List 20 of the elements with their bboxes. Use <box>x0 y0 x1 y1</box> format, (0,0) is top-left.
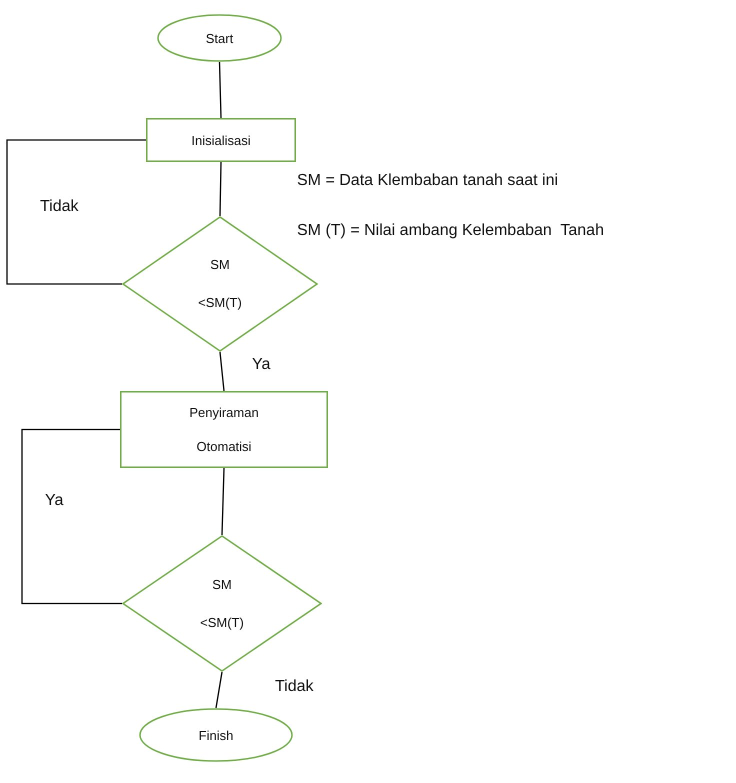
connector-line <box>218 62 222 118</box>
connector-line <box>21 428 122 604</box>
node-text: Start <box>206 30 234 46</box>
connector-line <box>219 162 222 216</box>
connector-line <box>221 468 225 536</box>
process-box <box>120 391 328 468</box>
decision-diamond <box>122 216 318 352</box>
connector-line <box>219 352 225 392</box>
node-text: SM <SM(T) <box>197 256 243 312</box>
process-box <box>146 118 296 162</box>
node-text: Penyiraman Otomatisi <box>188 404 260 456</box>
connector-line <box>215 672 223 708</box>
node-text: Finish <box>198 728 234 742</box>
definition-note: SM (T) = Nilai ambang Kelembaban Tanah <box>297 222 604 240</box>
terminal-ellipse <box>139 708 293 762</box>
connector-line <box>6 139 146 285</box>
terminal-ellipse <box>157 14 282 62</box>
decision-diamond <box>122 535 322 672</box>
node-text: Inisialisasi <box>191 132 251 148</box>
node-text: SM <SM(T) <box>199 576 245 632</box>
